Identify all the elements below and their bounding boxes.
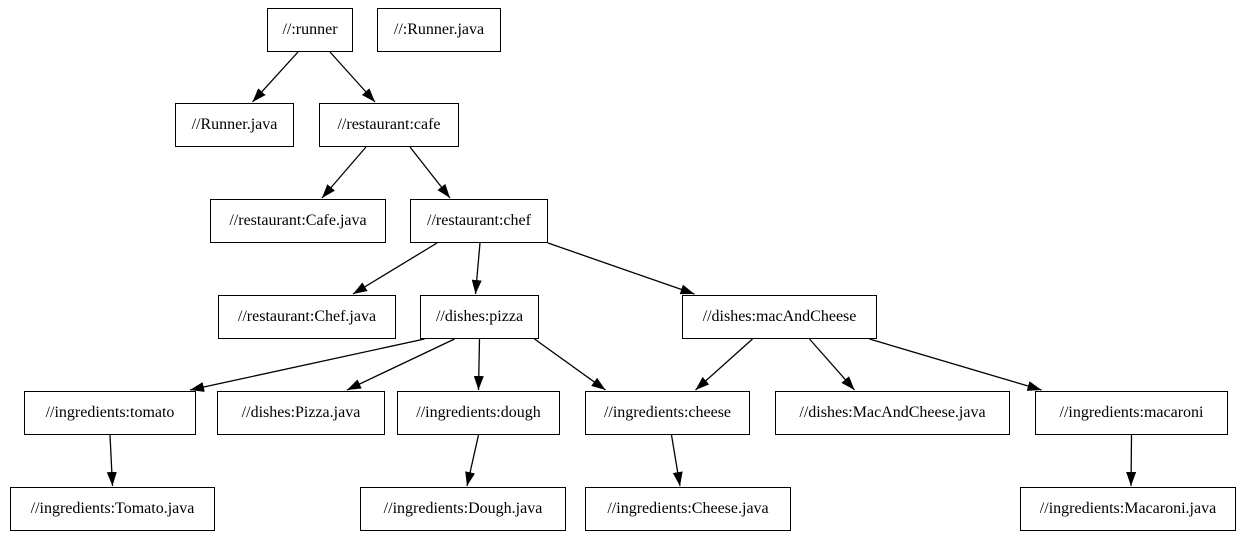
node-runner: //:runner bbox=[267, 8, 353, 52]
edge-macaroni-to-macaroni-java bbox=[1126, 434, 1137, 487]
node-mac-and-cheese-java: //dishes:MacAndCheese.java bbox=[775, 391, 1010, 435]
node-runner-java-top: //:Runner.java bbox=[377, 8, 501, 52]
node-label: //dishes:pizza bbox=[435, 308, 524, 325]
node-cheese: //ingredients:cheese bbox=[585, 391, 750, 435]
edge-cafe-to-cafe-java bbox=[321, 146, 367, 199]
node-label: //dishes:macAndCheese bbox=[702, 308, 857, 325]
node-label: //Runner.java bbox=[191, 116, 278, 133]
node-label: //restaurant:Chef.java bbox=[237, 308, 377, 325]
node-dough-java: //ingredients:Dough.java bbox=[360, 487, 566, 531]
edge-mac-and-cheese-to-cheese bbox=[695, 338, 753, 391]
node-label: //ingredients:Cheese.java bbox=[607, 500, 769, 517]
node-chef-java: //restaurant:Chef.java bbox=[218, 295, 396, 339]
node-pizza-java: //dishes:Pizza.java bbox=[217, 391, 385, 435]
node-cafe-java: //restaurant:Cafe.java bbox=[210, 199, 386, 243]
edge-mac-and-cheese-to-mac-and-cheese-java bbox=[809, 338, 855, 391]
node-label: //restaurant:chef bbox=[427, 212, 531, 229]
edge-pizza-to-tomato bbox=[189, 338, 425, 392]
node-label: //:runner bbox=[282, 21, 338, 38]
node-cheese-java: //ingredients:Cheese.java bbox=[585, 487, 791, 531]
node-label: //ingredients:Dough.java bbox=[383, 500, 543, 517]
edge-cafe-to-chef bbox=[409, 146, 451, 199]
edge-tomato-to-tomato-java bbox=[106, 434, 117, 487]
node-dough: //ingredients:dough bbox=[397, 391, 560, 435]
node-mac-and-cheese: //dishes:macAndCheese bbox=[682, 295, 877, 339]
edge-cheese-to-cheese-java bbox=[670, 434, 683, 487]
edge-pizza-to-cheese bbox=[534, 338, 606, 391]
node-tomato: //ingredients:tomato bbox=[24, 391, 196, 435]
edge-chef-to-pizza bbox=[471, 242, 482, 295]
node-label: //:Runner.java bbox=[393, 21, 485, 38]
edge-dough-to-dough-java bbox=[465, 434, 480, 487]
edge-pizza-to-pizza-java bbox=[346, 338, 455, 391]
edge-chef-to-mac-and-cheese bbox=[547, 242, 695, 295]
node-label: //restaurant:Cafe.java bbox=[229, 212, 367, 229]
node-chef: //restaurant:chef bbox=[410, 199, 548, 243]
edge-runner-to-runner-java bbox=[252, 51, 299, 103]
edge-pizza-to-dough bbox=[473, 338, 484, 391]
node-label: //ingredients:tomato bbox=[45, 404, 175, 421]
node-macaroni-java: //ingredients:Macaroni.java bbox=[1020, 487, 1236, 531]
node-tomato-java: //ingredients:Tomato.java bbox=[10, 487, 215, 531]
node-label: //ingredients:macaroni bbox=[1059, 404, 1204, 421]
edge-mac-and-cheese-to-macaroni bbox=[869, 338, 1042, 391]
node-cafe: //restaurant:cafe bbox=[319, 103, 459, 147]
edge-chef-to-chef-java bbox=[352, 242, 438, 295]
node-label: //ingredients:Macaroni.java bbox=[1039, 500, 1217, 517]
node-label: //dishes:Pizza.java bbox=[241, 404, 361, 421]
node-label: //dishes:MacAndCheese.java bbox=[799, 404, 986, 421]
node-label: //ingredients:cheese bbox=[603, 404, 732, 421]
edge-runner-to-cafe bbox=[329, 51, 376, 103]
node-label: //ingredients:Tomato.java bbox=[30, 500, 195, 517]
node-pizza: //dishes:pizza bbox=[420, 295, 539, 339]
node-macaroni: //ingredients:macaroni bbox=[1035, 391, 1228, 435]
node-runner-java: //Runner.java bbox=[175, 103, 294, 147]
node-label: //restaurant:cafe bbox=[337, 116, 441, 133]
node-label: //ingredients:dough bbox=[416, 404, 541, 421]
